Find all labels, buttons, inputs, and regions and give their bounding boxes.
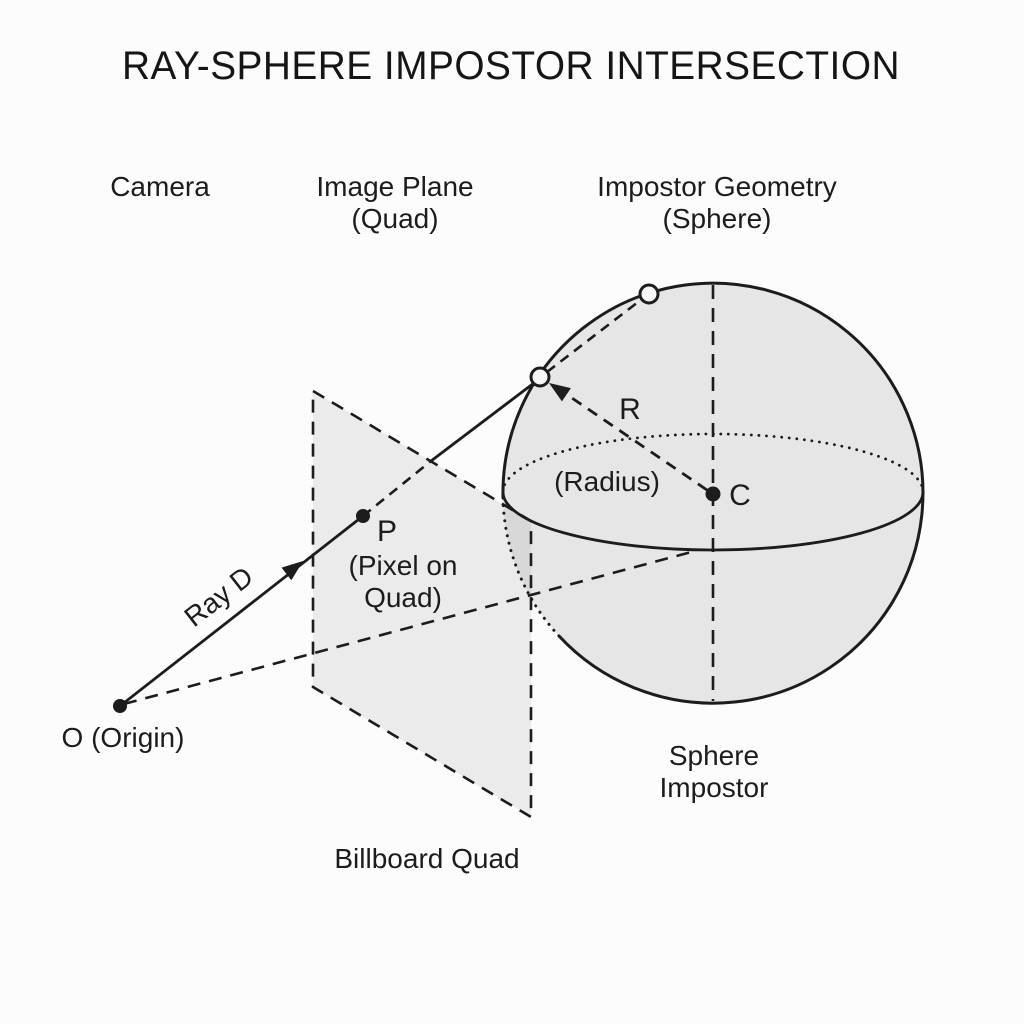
- radius-dashed-line: [565, 392, 708, 492]
- sphere-impostor-label-line2: Impostor: [659, 772, 769, 803]
- image-plane-label: Image Plane (Quad): [316, 171, 473, 235]
- intersection-exit-point: [638, 283, 660, 305]
- radius-sub-label: (Radius): [554, 466, 660, 497]
- camera-label: Camera: [110, 171, 210, 202]
- sphere-impostor-label-line1: Sphere: [668, 740, 760, 771]
- origin-label: O (Origin): [61, 722, 185, 753]
- impostor-geometry-label-line1: Impostor Geometry: [597, 171, 837, 202]
- origin-to-sphere-dashed-line: [123, 549, 696, 706]
- pixel-sub-label-line2: Quad): [364, 582, 442, 613]
- impostor-geometry-label: Impostor Geometry (Sphere): [597, 171, 837, 235]
- radius-arrowhead-icon: [549, 383, 571, 402]
- origin-point: [113, 699, 127, 713]
- center-letter-label: C: [729, 479, 751, 512]
- ray-arrowhead-icon: [281, 561, 303, 581]
- billboard-quad-label: Billboard Quad: [334, 843, 520, 874]
- intersection-entry-point: [529, 366, 551, 388]
- image-plane-label-line2: (Quad): [351, 203, 439, 234]
- pixel-sub-label-line1: (Pixel on: [348, 550, 458, 581]
- radius-letter-label: R: [619, 393, 641, 426]
- ray-chord-inside-sphere: [546, 297, 643, 374]
- billboard-quad-border: [311, 388, 533, 820]
- pixel-point: [356, 509, 370, 523]
- impostor-geometry-label-line2: (Sphere): [662, 203, 772, 234]
- sphere-center-point: [705, 486, 721, 502]
- sphere-outline-hidden: [501, 496, 561, 638]
- billboard-quad-face: [313, 391, 531, 817]
- image-plane-label-line1: Image Plane: [316, 171, 474, 202]
- ray-segment-behind-quad: [362, 459, 432, 518]
- sphere-outline: [501, 281, 925, 705]
- ray-segment-to-sphere: [430, 381, 535, 463]
- ray-segment-origin-to-pixel: [119, 514, 364, 708]
- sphere-impostor-label: Sphere Impostor: [660, 740, 769, 804]
- pixel-point-label: P: [376, 515, 398, 548]
- pixel-sub-label: (Pixel on Quad): [349, 550, 458, 614]
- page-title: RAY-SPHERE IMPOSTOR INTERSECTION: [121, 44, 901, 88]
